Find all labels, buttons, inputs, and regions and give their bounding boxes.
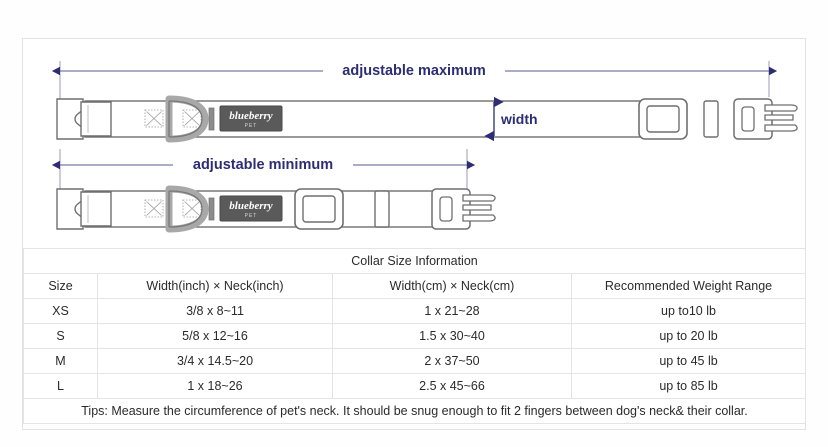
cell-weight: up to 85 lb: [570, 373, 807, 399]
tri-glide-maximum: [638, 98, 688, 140]
brand-patch-name: blueberry: [229, 110, 273, 122]
size-chart-card: adjustable maximum: [22, 38, 807, 430]
brand-patch-name-2: blueberry: [229, 200, 273, 212]
cell-weight: up to 20 lb: [570, 323, 807, 349]
header-width-neck-inch: Width(inch) × Neck(inch): [97, 273, 333, 299]
brand-patch-sub-2: PET: [245, 213, 258, 219]
label-adjustable-maximum: adjustable maximum: [342, 63, 485, 79]
cell-inch: 1 x 18~26: [97, 373, 333, 399]
buckle-left-minimum: [56, 188, 112, 230]
cell-cm: 2 x 37~50: [332, 348, 572, 374]
collar-diagram: adjustable maximum: [23, 39, 805, 247]
collar-strap-minimum: blueberry PET: [56, 185, 496, 233]
cell-weight: up to 45 lb: [570, 348, 807, 374]
cell-inch: 3/4 x 14.5~20: [97, 348, 333, 374]
table-tips-row: Tips: Measure the circumference of pet's…: [22, 398, 807, 424]
cell-weight: up to10 lb: [570, 298, 807, 324]
table-title-row: Collar Size Information: [22, 248, 807, 274]
header-width-neck-cm: Width(cm) × Neck(cm): [332, 273, 572, 299]
label-width: width: [500, 111, 538, 127]
collar-strap-maximum: blueberry PET: [56, 95, 798, 143]
size-table-wrap: Collar Size Information Size Width(inch)…: [22, 248, 807, 424]
cell-cm: 1 x 21~28: [332, 298, 572, 324]
table-row: S 5/8 x 12~16 1.5 x 30~40 up to 20 lb: [23, 323, 807, 349]
tri-glide-minimum: [294, 188, 344, 230]
table-header-row: Size Width(inch) × Neck(inch) Width(cm) …: [23, 273, 807, 299]
brand-patch-sub: PET: [245, 123, 258, 129]
cell-inch: 5/8 x 12~16: [97, 323, 333, 349]
dimension-width: width: [484, 96, 538, 142]
cell-size: L: [23, 373, 98, 399]
cell-size: S: [23, 323, 98, 349]
cell-cm: 1.5 x 30~40: [332, 323, 572, 349]
collar-size-table: Collar Size Information Size Width(inch)…: [22, 248, 807, 424]
cell-inch: 3/8 x 8~11: [97, 298, 333, 324]
buckle-left-maximum: [56, 98, 112, 140]
table-title: Collar Size Information: [22, 248, 807, 274]
cell-size: M: [23, 348, 98, 374]
cell-size: XS: [23, 298, 98, 324]
cell-cm: 2.5 x 45~66: [332, 373, 572, 399]
table-row: M 3/4 x 14.5~20 2 x 37~50 up to 45 lb: [23, 348, 807, 374]
table-row: XS 3/8 x 8~11 1 x 21~28 up to10 lb: [23, 298, 807, 324]
brand-patch-minimum: blueberry PET: [219, 195, 283, 222]
header-size: Size: [23, 273, 98, 299]
d-ring-maximum: [165, 95, 209, 143]
d-ring-minimum: [165, 185, 209, 233]
header-weight-range: Recommended Weight Range: [570, 273, 807, 299]
buckle-right-maximum: [733, 98, 798, 140]
tips-text: Tips: Measure the circumference of pet's…: [22, 398, 807, 424]
buckle-right-minimum: [431, 188, 496, 230]
brand-patch-maximum: blueberry PET: [219, 105, 283, 132]
table-row: L 1 x 18~26 2.5 x 45~66 up to 85 lb: [23, 373, 807, 399]
label-adjustable-minimum: adjustable minimum: [193, 157, 333, 173]
